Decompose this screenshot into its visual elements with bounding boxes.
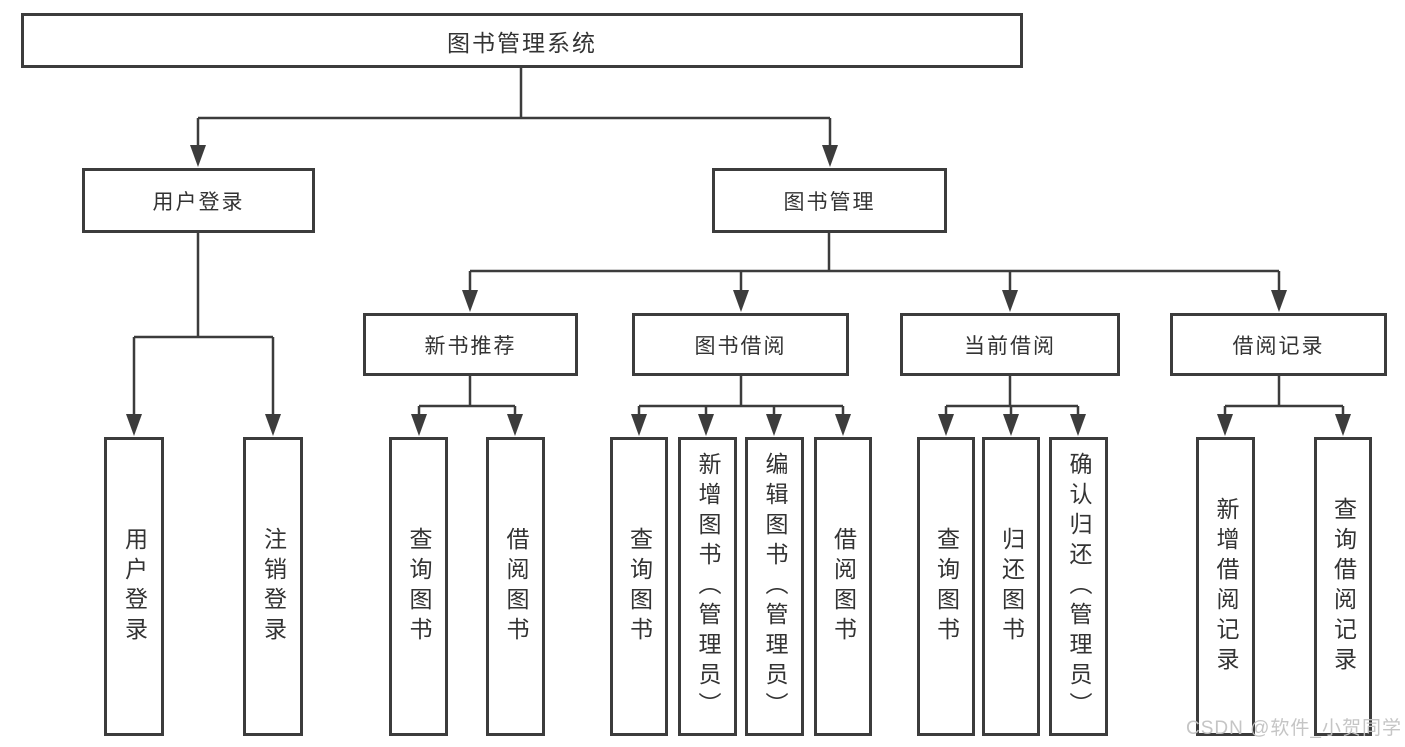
connector-root-to-level2 xyxy=(196,68,832,150)
leaf-borrow-query-book-label: 查询图书 xyxy=(626,526,653,647)
arrow-down-icon xyxy=(507,414,523,436)
leaf-current-query-book-label: 查询图书 xyxy=(933,526,960,647)
leaf-user-login: 用户登录 xyxy=(104,437,164,736)
connector-user-login-to-leaves xyxy=(132,233,275,418)
leaf-borrow-edit-book: 编辑图书（管理员） xyxy=(745,437,804,736)
arrow-down-icon xyxy=(1003,414,1019,436)
leaf-borrow-add-book-label: 新增图书（管理员） xyxy=(695,451,721,722)
node-borrow-records-label: 借阅记录 xyxy=(1232,334,1325,358)
arrow-down-icon xyxy=(698,414,714,436)
connectors-group xyxy=(132,68,1345,418)
leaf-borrow-edit-book-label: 编辑图书（管理员） xyxy=(762,451,788,722)
leaf-records-query-record-label: 查询借阅记录 xyxy=(1330,496,1357,677)
connector-new-book-recommend-to-leaves xyxy=(417,376,517,418)
node-new-book-recommend-label: 新书推荐 xyxy=(424,334,517,358)
arrow-down-icon xyxy=(1217,414,1233,436)
leaf-borrow-query-book: 查询图书 xyxy=(610,437,668,736)
node-library-system: 图书管理系统 xyxy=(21,13,1023,68)
node-current-borrow: 当前借阅 xyxy=(900,313,1120,376)
arrow-down-icon xyxy=(190,145,206,167)
arrow-down-icon xyxy=(631,414,647,436)
leaf-current-query-book: 查询图书 xyxy=(917,437,975,736)
leaf-records-add-record: 新增借阅记录 xyxy=(1196,437,1255,736)
csdn-watermark: CSDN @软件_小贺同学 xyxy=(1186,718,1402,739)
arrow-down-icon xyxy=(822,145,838,167)
node-book-borrow-label: 图书借阅 xyxy=(694,334,787,358)
arrow-down-icon xyxy=(733,290,749,312)
leaf-logout: 注销登录 xyxy=(243,437,303,736)
leaf-current-confirm-return-label: 确认归还（管理员） xyxy=(1066,451,1092,722)
arrow-down-icon xyxy=(411,414,427,436)
node-current-borrow-label: 当前借阅 xyxy=(964,334,1056,358)
node-borrow-records: 借阅记录 xyxy=(1170,313,1387,376)
arrow-down-icon xyxy=(938,414,954,436)
leaf-recommend-borrow-book-label: 借阅图书 xyxy=(503,526,529,647)
leaf-recommend-query-book: 查询图书 xyxy=(389,437,448,736)
node-user-login-group-label: 用户登录 xyxy=(152,190,245,214)
leaf-borrow-add-book: 新增图书（管理员） xyxy=(678,437,737,736)
arrow-down-icon xyxy=(1002,290,1018,312)
connector-book-borrow-to-leaves xyxy=(637,376,845,418)
arrow-down-icon xyxy=(766,414,782,436)
arrow-down-icon xyxy=(462,290,478,312)
leaf-records-add-record-label: 新增借阅记录 xyxy=(1213,496,1239,677)
arrow-down-icon xyxy=(1070,414,1086,436)
leaf-recommend-borrow-book: 借阅图书 xyxy=(486,437,545,736)
leaf-recommend-query-book-label: 查询图书 xyxy=(406,526,432,647)
leaf-current-return-book-label: 归还图书 xyxy=(998,526,1025,647)
connector-current-borrow-to-leaves xyxy=(944,376,1080,418)
arrowheads-group xyxy=(126,145,1351,436)
arrow-down-icon xyxy=(1271,290,1287,312)
leaf-current-confirm-return: 确认归还（管理员） xyxy=(1049,437,1108,736)
arrow-down-icon xyxy=(1335,414,1351,436)
node-library-system-label: 图书管理系统 xyxy=(447,29,597,56)
arrow-down-icon xyxy=(265,414,281,436)
node-user-login-group: 用户登录 xyxy=(82,168,315,233)
node-book-borrow: 图书借阅 xyxy=(632,313,849,376)
connector-borrow-records-to-leaves xyxy=(1223,376,1345,418)
leaf-logout-label: 注销登录 xyxy=(260,526,287,647)
node-new-book-recommend: 新书推荐 xyxy=(363,313,578,376)
node-book-management: 图书管理 xyxy=(712,168,947,233)
node-book-management-label: 图书管理 xyxy=(783,190,876,214)
leaf-user-login-label: 用户登录 xyxy=(121,526,148,647)
leaf-current-return-book: 归还图书 xyxy=(982,437,1040,736)
leaf-borrow-borrow-book-label: 借阅图书 xyxy=(830,526,857,647)
arrow-down-icon xyxy=(126,414,142,436)
leaf-records-query-record: 查询借阅记录 xyxy=(1314,437,1372,736)
leaf-borrow-borrow-book: 借阅图书 xyxy=(814,437,872,736)
arrow-down-icon xyxy=(835,414,851,436)
connector-book-management-to-level3 xyxy=(468,233,1281,294)
